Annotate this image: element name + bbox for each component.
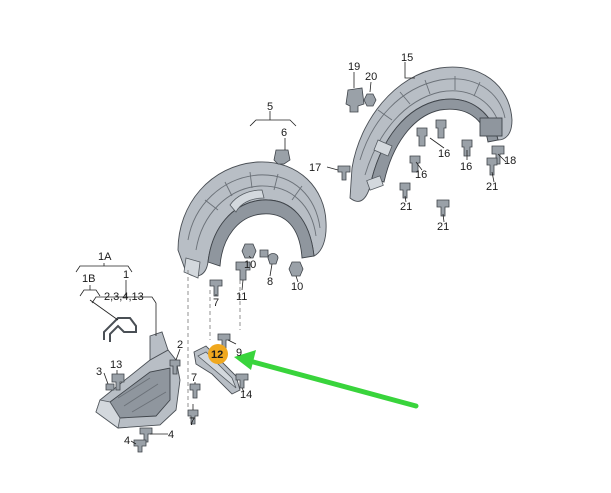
callout-11: 11 xyxy=(236,291,247,303)
screw-7-lower-a xyxy=(189,383,201,399)
callout-7-lower-b: 7 xyxy=(189,416,195,428)
callout-14: 14 xyxy=(240,389,252,401)
callout-4-b: 4 xyxy=(124,435,130,447)
callout-21-c: 21 xyxy=(437,221,449,233)
callout-21-a: 21 xyxy=(486,181,498,193)
callout-7-lower-a: 7 xyxy=(191,372,197,384)
screw-7-upper xyxy=(209,279,223,297)
callout-5: 5 xyxy=(267,101,273,113)
screw-21-c xyxy=(436,199,450,217)
nut-10-b xyxy=(288,261,304,277)
screw-16-d xyxy=(461,139,473,157)
callout-2-3-4-13: 2,3,4,13 xyxy=(104,291,144,303)
clip-19 xyxy=(345,87,365,113)
clip-11 xyxy=(235,261,251,281)
screw-4-a xyxy=(139,427,153,443)
screw-3 xyxy=(105,383,115,391)
green-arrow-pointer-icon xyxy=(234,350,419,409)
callout-10-a: 10 xyxy=(244,259,256,271)
callout-9: 9 xyxy=(236,347,242,359)
nut-20 xyxy=(363,93,377,107)
callout-1B: 1B xyxy=(82,273,95,285)
screw-21-a xyxy=(399,182,411,199)
callout-16-a: 16 xyxy=(438,148,450,160)
callout-16-c: 16 xyxy=(415,169,427,181)
clip-13 xyxy=(111,373,125,391)
callout-15: 15 xyxy=(401,52,413,64)
screw-18 xyxy=(491,145,505,165)
highlight-marker-12 xyxy=(208,344,228,364)
callout-2: 2 xyxy=(177,339,183,351)
screw-10-side xyxy=(259,249,269,258)
callout-6: 6 xyxy=(281,127,287,139)
callout-16-b: 16 xyxy=(460,161,472,173)
screw-21-b xyxy=(486,157,498,176)
callout-13: 13 xyxy=(110,359,122,371)
screw-16-b xyxy=(435,119,447,139)
callout-12: 12 xyxy=(211,349,223,361)
screw-17 xyxy=(337,165,351,181)
screw-2 xyxy=(169,359,181,375)
screw-4-b xyxy=(133,439,147,453)
callout-20: 20 xyxy=(365,71,377,83)
screw-7-lower-b xyxy=(187,409,199,425)
screw-8 xyxy=(267,253,279,265)
callout-10-b: 10 xyxy=(291,281,303,293)
callout-1: 1 xyxy=(123,269,129,281)
screw-16-c xyxy=(409,155,421,173)
callout-3: 3 xyxy=(96,366,102,378)
callout-4-a: 4 xyxy=(168,429,174,441)
callout-8: 8 xyxy=(267,276,273,288)
wheel-arch-liner-rear xyxy=(349,66,513,202)
nut-10-a xyxy=(241,243,257,259)
callout-7-upper: 7 xyxy=(213,297,219,309)
callout-19: 19 xyxy=(348,61,360,73)
callout-17: 17 xyxy=(309,162,321,174)
screw-16-a xyxy=(416,127,428,147)
screw-14 xyxy=(235,373,249,389)
callout-1A: 1A xyxy=(98,251,112,263)
retaining-clip-1B xyxy=(103,317,137,342)
clip-6 xyxy=(273,149,291,165)
wheel-arch-liner-front xyxy=(177,161,327,279)
callout-18: 18 xyxy=(504,155,516,167)
underbody-guard xyxy=(95,331,181,429)
callout-21-b: 21 xyxy=(400,201,412,213)
